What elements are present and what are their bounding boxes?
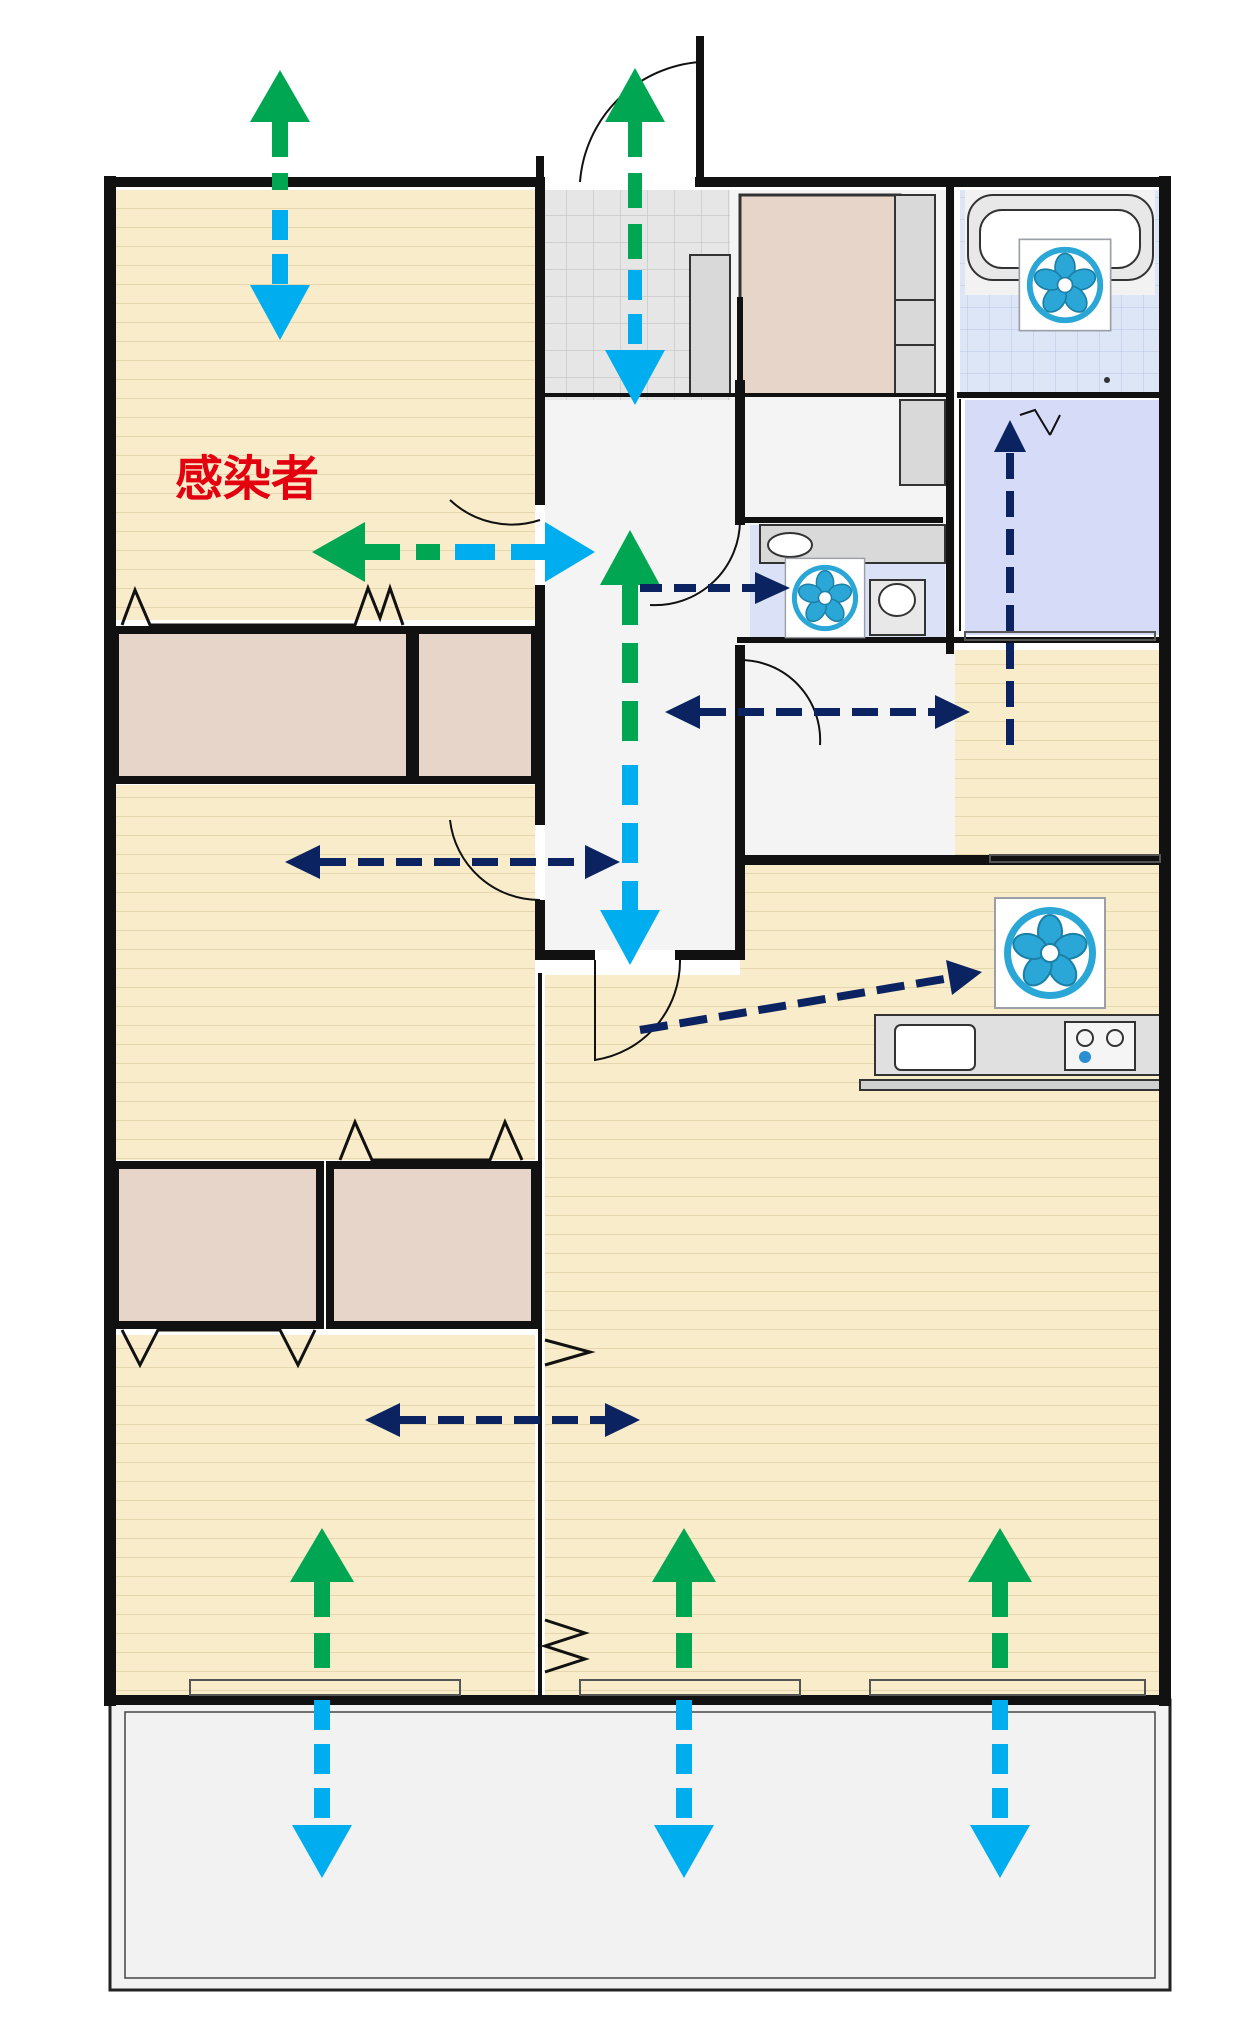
airflow-arrows-navy [285,420,1026,1437]
airflow-arrows-green [250,68,1032,1680]
walls [104,36,1171,1706]
closet-doors [120,583,596,1674]
airflow-arrows-blue [250,210,1030,1878]
door-swings [449,61,1061,1062]
infected-person-label: 感染者 [175,451,319,507]
windows [189,631,1161,1696]
kitchen-counter [859,1014,1161,1091]
